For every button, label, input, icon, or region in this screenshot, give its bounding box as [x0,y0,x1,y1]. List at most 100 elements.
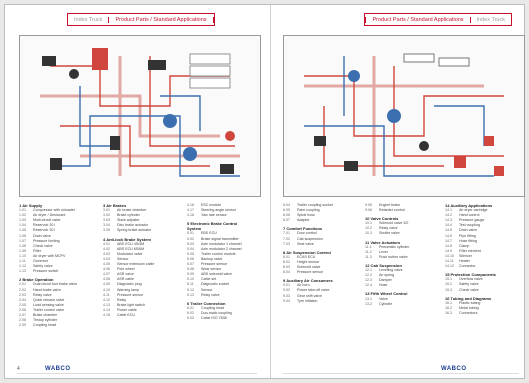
legend-item-label: Heater [459,259,470,264]
legend-item-number: 14.3 [445,218,452,223]
legend-item-label: Axle modulator 1 channel [201,241,242,246]
legend-item-label: Spring brake actuator [117,228,152,233]
legend-item-label: ASR cable [117,277,134,282]
legend-item: 4.15 Cable ECU [103,313,165,318]
legend-group-title: 5 Electronic Brake Control System [187,221,238,232]
legend-item-number: 4.04 [103,256,110,261]
legend-item-label: Hose fitting [459,238,477,243]
legend-item-label: Filter element [459,248,481,253]
legend-item-number: 4.13 [103,302,110,307]
legend-item-number: 1.06 [19,233,26,238]
legend-item-number: 10.1 [365,221,372,226]
legend-item-number: 14.7 [445,238,452,243]
right-diagram-svg [304,53,504,177]
legend-item-number: 14.8 [445,243,452,248]
legend-item-number: 2.04 [19,297,26,302]
legend-item-label: Sensor [201,287,213,292]
legend-item: 3.05 Spring brake actuator [103,228,165,233]
legend-item-label: Warning lamp [117,287,140,292]
legend-group-title: 3 Air Brakes [103,203,127,208]
legend-item-label: Air dryer with MCPV [33,253,66,258]
right-pneumatic-diagram [283,35,525,197]
legend-item-label: Filter [33,248,41,253]
legend-item-label: Load sensing valve [33,302,64,307]
legend-group-title: 7 Comfort Functions [283,226,323,232]
legend-item-number: 13.1 [365,296,372,301]
legend-item-label: Connector [459,264,476,269]
legend-item-label: Relay valve [33,292,52,297]
legend-item-label: Pressure sensor [201,262,228,267]
legend-item-number: 12.1 [365,268,372,273]
legend-item-label: Engine brake [379,203,401,207]
legend-item-number: 12.4 [365,283,372,288]
legend-item-label: Wear sensor [201,267,222,272]
legend-item-number: 4.15 [103,312,110,317]
legend-item-label: Slack adjuster [117,218,140,223]
right-header-index[interactable]: Index Truck [476,16,505,23]
legend-item-label: Safety valve [459,282,479,287]
right-header: Product Parts / Standard Applications In… [364,13,512,26]
legend-item-number: 10.3 [365,231,372,236]
legend-item-number: 5.13 [187,292,194,297]
legend-item-label: Cable ECU [117,312,135,317]
legend-group-title: 8 Air Suspension Control [283,249,331,255]
right-header-section: Product Parts / Standard Applications [365,16,471,23]
legend-item-label: Metal tubing [459,305,479,310]
legend-item-number: 13.2 [365,301,372,306]
legend-item-label: ABS ECU 6S/6M [117,246,145,251]
legend-item-number: 1.13 [19,269,26,274]
legend-item-number: 4.01 [103,241,110,246]
legend-item-label: Hose [379,283,388,288]
legend-item-number: 5.05 [187,251,194,256]
legend-group-title: 14 Auxiliary Applications [445,203,493,208]
legend-item-label: Brake signal transmitter [201,236,239,241]
legend-item-number: 2.07 [19,312,26,317]
legend-item: 4.01 ABS ECU 4S/4M [103,242,165,247]
legend-item-number: 3.05 [103,228,110,233]
legend-item-number: 1.03 [19,218,26,223]
legend-item-label: Cylinder [379,301,393,306]
legend-item-number: 1.02 [19,213,26,218]
legend-item-number: 5.03 [187,241,194,246]
left-header-index[interactable]: Index Truck [74,16,103,23]
legend-item-number: 4.16 [187,203,194,207]
legend-item-label: Cab suspension [297,236,323,241]
legend-item-label: ESC module [201,203,222,207]
legend-item-number: 4.09 [103,282,110,287]
right-wabco-logo: WABCO [441,366,467,372]
legend-item-label: Brake light switch [117,302,145,307]
legend-item-label: ABS ECU 4S/4M [117,241,145,246]
legend-item-number: 7.03 [283,241,290,246]
legend-item-label: Air brake chamber [117,208,147,213]
legend-item-label: Check valve [33,243,53,248]
legend-item-label: Dual circuit foot brake valve [33,282,78,287]
legend-group-title: 1 Air Supply [19,203,43,208]
legend-item-number: 5.01 [187,231,194,236]
